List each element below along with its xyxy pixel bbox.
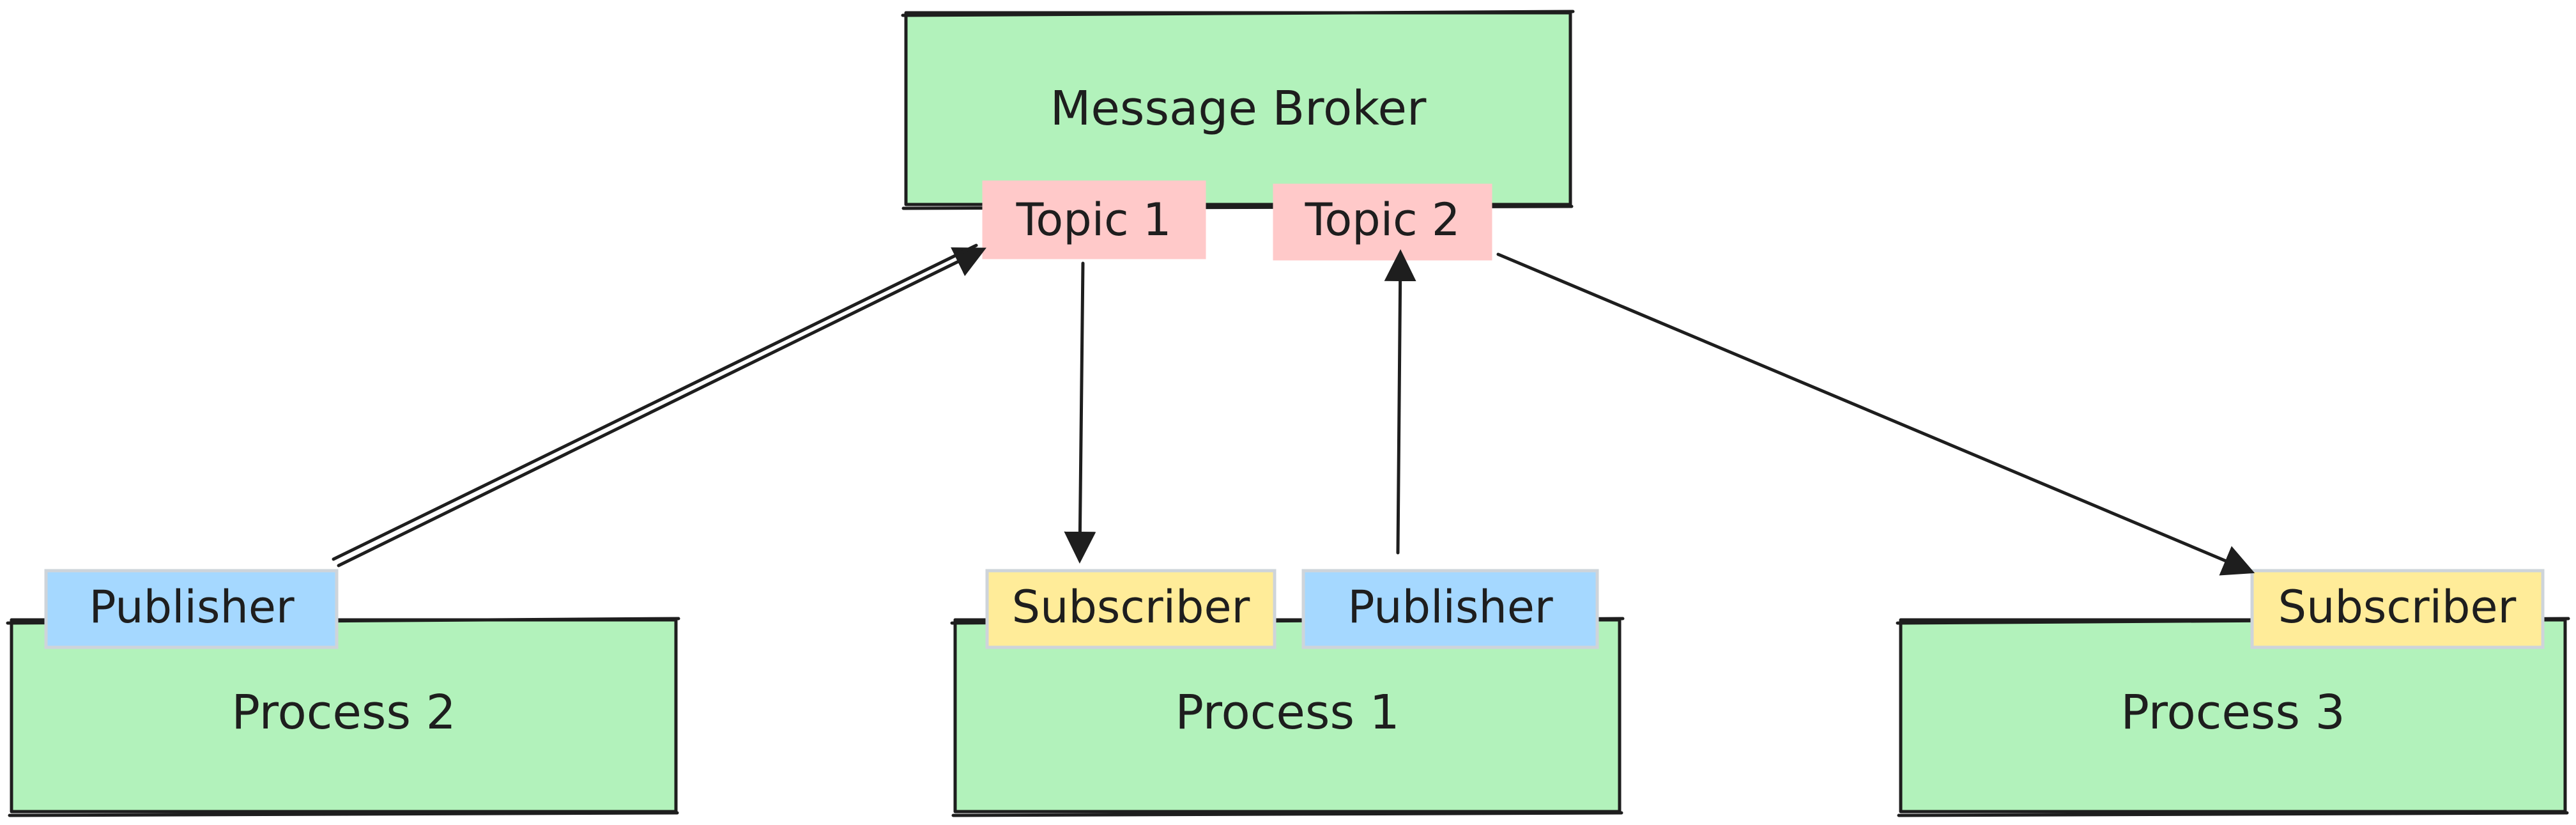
arrow-publisher-p1-to-topic-2: [1384, 249, 1416, 555]
arrow-publisher-p2-to-topic-1: [332, 243, 986, 567]
topic-2-label: Topic 2: [1305, 194, 1460, 246]
message-broker-label: Message Broker: [1050, 81, 1427, 136]
message-broker-node: Message Broker: [901, 10, 1575, 210]
topic-2-tag: Topic 2: [1273, 183, 1492, 261]
subscriber-label-process-3: Subscriber: [2278, 581, 2517, 633]
subscriber-label-process-1: Subscriber: [1012, 581, 1250, 633]
publisher-tag-process-1: Publisher: [1301, 569, 1599, 649]
publisher-label-process-1: Publisher: [1347, 581, 1553, 633]
arrow-topic-1-to-subscriber-p1: [1064, 261, 1096, 564]
process-1-label: Process 1: [1175, 685, 1399, 740]
process-2-label: Process 2: [231, 685, 456, 740]
subscriber-tag-process-1: Subscriber: [985, 569, 1276, 649]
publisher-tag-process-2: Publisher: [44, 569, 339, 649]
subscriber-tag-process-3: Subscriber: [2250, 569, 2545, 649]
process-3-node: Process 3: [1896, 617, 2570, 817]
publisher-label-process-2: Publisher: [89, 581, 295, 633]
topic-1-tag: Topic 1: [982, 180, 1206, 259]
process-1-node: Process 1: [950, 617, 1625, 817]
process-3-label: Process 3: [2120, 685, 2345, 740]
topic-1-label: Topic 1: [1016, 194, 1172, 246]
arrow-topic-2-to-subscriber-p3: [1496, 252, 2255, 576]
